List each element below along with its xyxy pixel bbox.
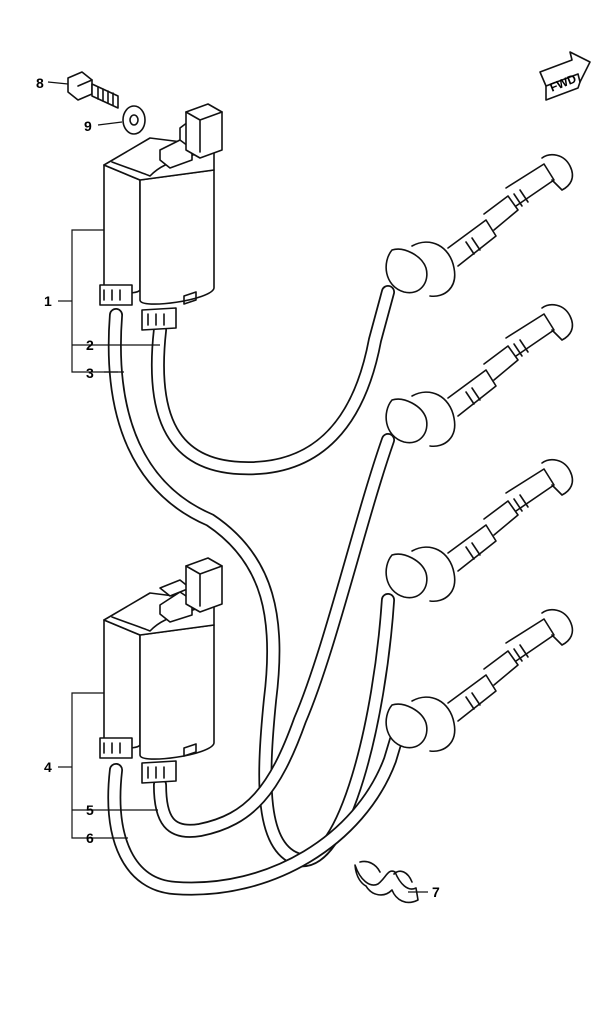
washer	[122, 105, 146, 135]
cap-outline	[447, 524, 497, 572]
cap-outline	[483, 195, 519, 231]
forward-direction-arrow: FWD	[539, 51, 591, 101]
cap-rib	[519, 644, 529, 658]
ignition-coil-upper	[99, 103, 223, 331]
cap-outline	[505, 618, 555, 662]
cap-outline	[385, 248, 428, 294]
cap-rib	[519, 339, 529, 353]
cap-rib	[513, 648, 523, 662]
cap-rib	[471, 692, 481, 706]
callout-2: 2	[86, 337, 94, 353]
cable-clamp	[354, 860, 419, 904]
callout-1: 1	[44, 293, 52, 309]
cap-outline	[505, 163, 555, 207]
callout-3: 3	[86, 365, 94, 381]
cap-outline	[447, 369, 497, 417]
cap-rib	[513, 498, 523, 512]
cap-outline	[505, 313, 555, 357]
cap-outline	[385, 703, 428, 749]
cap-rib	[519, 494, 529, 508]
callout-8: 8	[36, 75, 44, 91]
cap-rib	[513, 343, 523, 357]
cap-rib	[465, 696, 475, 710]
leader-lines	[47, 81, 428, 893]
cap-rib	[465, 391, 475, 405]
spark-plug-cap	[385, 608, 574, 752]
cap-rib	[513, 193, 523, 207]
ignition-coil-lower	[99, 557, 223, 784]
cap-outline	[411, 391, 456, 447]
cap-rib	[471, 237, 481, 251]
cap-outline	[483, 345, 519, 381]
cap-outline	[483, 650, 519, 686]
cap-rib	[471, 387, 481, 401]
cap-rib	[465, 241, 475, 255]
callout-5: 5	[86, 802, 94, 818]
spark-plug-cap	[385, 153, 574, 297]
spark-plug-caps	[385, 153, 574, 752]
cap-outline	[541, 608, 574, 646]
cap-rib	[471, 542, 481, 556]
spark-plug-cap	[385, 458, 574, 602]
cap-outline	[483, 500, 519, 536]
callout-7: 7	[432, 884, 440, 900]
cap-outline	[411, 696, 456, 752]
cap-rib	[519, 189, 529, 203]
cap-outline	[447, 219, 497, 267]
callout-numbers: 1 2 3 4 5 6 7 8 9	[36, 75, 440, 900]
cap-outline	[541, 458, 574, 496]
high-tension-cables	[107, 285, 403, 896]
cap-outline	[385, 398, 428, 444]
cap-outline	[411, 546, 456, 602]
cap-outline	[385, 553, 428, 599]
cap-outline	[541, 303, 574, 341]
cap-outline	[505, 468, 555, 512]
callout-4: 4	[44, 759, 52, 775]
cap-outline	[541, 153, 574, 191]
callout-9: 9	[84, 118, 92, 134]
bolt	[67, 71, 119, 109]
spark-plug-cap	[385, 303, 574, 447]
cap-rib	[465, 546, 475, 560]
cap-outline	[447, 674, 497, 722]
cap-outline	[411, 241, 456, 297]
callout-6: 6	[86, 830, 94, 846]
